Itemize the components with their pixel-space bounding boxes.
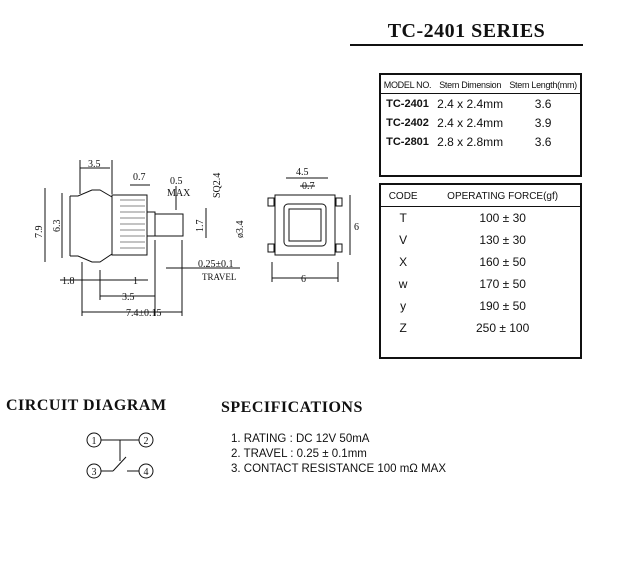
table-row: w 170 ± 50 <box>381 273 580 295</box>
dim-4-5: 4.5 <box>296 167 309 178</box>
col-stem-header: Stem Dimension <box>434 75 507 94</box>
dim-phi-3-4: ø3.4 <box>235 221 246 239</box>
dim-3-5-top: 3.5 <box>88 159 101 170</box>
force-cell: 160 ± 50 <box>479 255 526 269</box>
pin-1: 1 <box>92 436 97 447</box>
table-row: X 160 ± 50 <box>381 251 580 273</box>
stem-cell: 2.4 x 2.4mm <box>437 116 504 130</box>
circuit-diagram: 1 2 3 4 <box>86 432 154 479</box>
spec-item: 1. RATING : DC 12V 50mA <box>231 433 370 445</box>
dim-1-8: 1.8 <box>62 276 75 287</box>
code-cell: T <box>399 211 407 225</box>
technical-drawing: 3.5 0.7 0.5 MAX SQ2.4 7.9 6.3 1.7 ø3.4 0… <box>34 159 359 319</box>
stem <box>154 213 184 237</box>
dim-0-5: 0.5 <box>170 176 183 187</box>
switch-body-side <box>111 194 148 256</box>
table-row: y 190 ± 50 <box>381 295 580 317</box>
code-cell: X <box>399 255 408 269</box>
model-cell: TC-2402 <box>386 117 429 129</box>
pin-2: 2 <box>144 436 149 447</box>
dim-6-right: 6 <box>354 222 359 233</box>
pin-3: 3 <box>92 467 97 478</box>
force-cell: 100 ± 30 <box>479 211 526 225</box>
dim-6-3: 6.3 <box>52 220 63 233</box>
table-row: Z 250 ± 100 <box>381 317 580 339</box>
code-cell: y <box>400 299 407 313</box>
dim-6-bottom: 6 <box>301 274 306 285</box>
force-cell: 250 ± 100 <box>475 321 530 335</box>
col-force-header: OPERATING FORCE(gf) <box>425 185 580 207</box>
length-cell: 3.6 <box>534 97 552 111</box>
dim-7-9: 7.9 <box>34 226 45 239</box>
dim-1: 1 <box>133 276 138 287</box>
circuit-heading: CIRCUIT DIAGRAM <box>6 397 167 414</box>
dim-7-4: 7.4±0.15 <box>126 308 162 319</box>
stem-cell: 2.8 x 2.8mm <box>437 135 504 149</box>
spec-item: 2. TRAVEL : 0.25 ± 0.1mm <box>231 448 367 460</box>
force-cell: 170 ± 50 <box>479 277 526 291</box>
length-cell: 3.9 <box>534 116 552 130</box>
force-cell: 190 ± 50 <box>479 299 526 313</box>
dim-0-7b: 0.7 <box>302 181 315 192</box>
table-row: V 130 ± 30 <box>381 229 580 251</box>
col-model-header: MODEL NO. <box>381 75 435 94</box>
dim-max: MAX <box>167 188 191 199</box>
pin-4: 4 <box>144 467 149 478</box>
dim-travel: TRAVEL <box>202 272 236 282</box>
switch-body-front <box>274 194 336 256</box>
dim-1-7: 1.7 <box>195 220 206 233</box>
code-cell: Z <box>399 321 407 335</box>
terminal-top <box>70 189 113 198</box>
stem-cell: 2.4 x 2.4mm <box>437 97 504 111</box>
length-cell: 3.6 <box>534 135 552 149</box>
spec-list: 1. RATING : DC 12V 50mA 2. TRAVEL : 0.25… <box>231 432 446 477</box>
spec-heading: SPECIFICATIONS <box>221 399 363 416</box>
table-row: TC-2402 2.4 x 2.4mm 3.9 <box>381 113 580 132</box>
spec-item: 3. CONTACT RESISTANCE 100 mΩ MAX <box>231 463 447 475</box>
force-table: CODE OPERATING FORCE(gf) T 100 ± 30 V 130 … <box>379 183 582 359</box>
table-row: T 100 ± 30 <box>381 207 580 230</box>
table-row: TC-2801 2.8 x 2.8mm 3.6 <box>381 132 580 151</box>
dim-0-25: 0.25±0.1 <box>198 259 234 270</box>
dim-0-7: 0.7 <box>133 172 146 183</box>
model-cell: TC-2801 <box>386 136 429 148</box>
code-cell: V <box>399 233 408 247</box>
model-table: MODEL NO. Stem Dimension Stem Length(mm)… <box>379 73 582 177</box>
dim-sq2-4: SQ2.4 <box>212 173 223 198</box>
model-cell: TC-2401 <box>386 98 429 110</box>
col-code-header: CODE <box>381 185 426 207</box>
page-title: TC-2401 SERIES <box>350 18 583 46</box>
dim-3-5-bottom: 3.5 <box>122 292 135 303</box>
code-cell: w <box>398 277 408 291</box>
col-length-header: Stem Length(mm) <box>506 75 580 94</box>
terminal-bottom <box>70 253 113 263</box>
table-row: TC-2401 2.4 x 2.4mm 3.6 <box>381 94 580 114</box>
force-cell: 130 ± 30 <box>479 233 526 247</box>
